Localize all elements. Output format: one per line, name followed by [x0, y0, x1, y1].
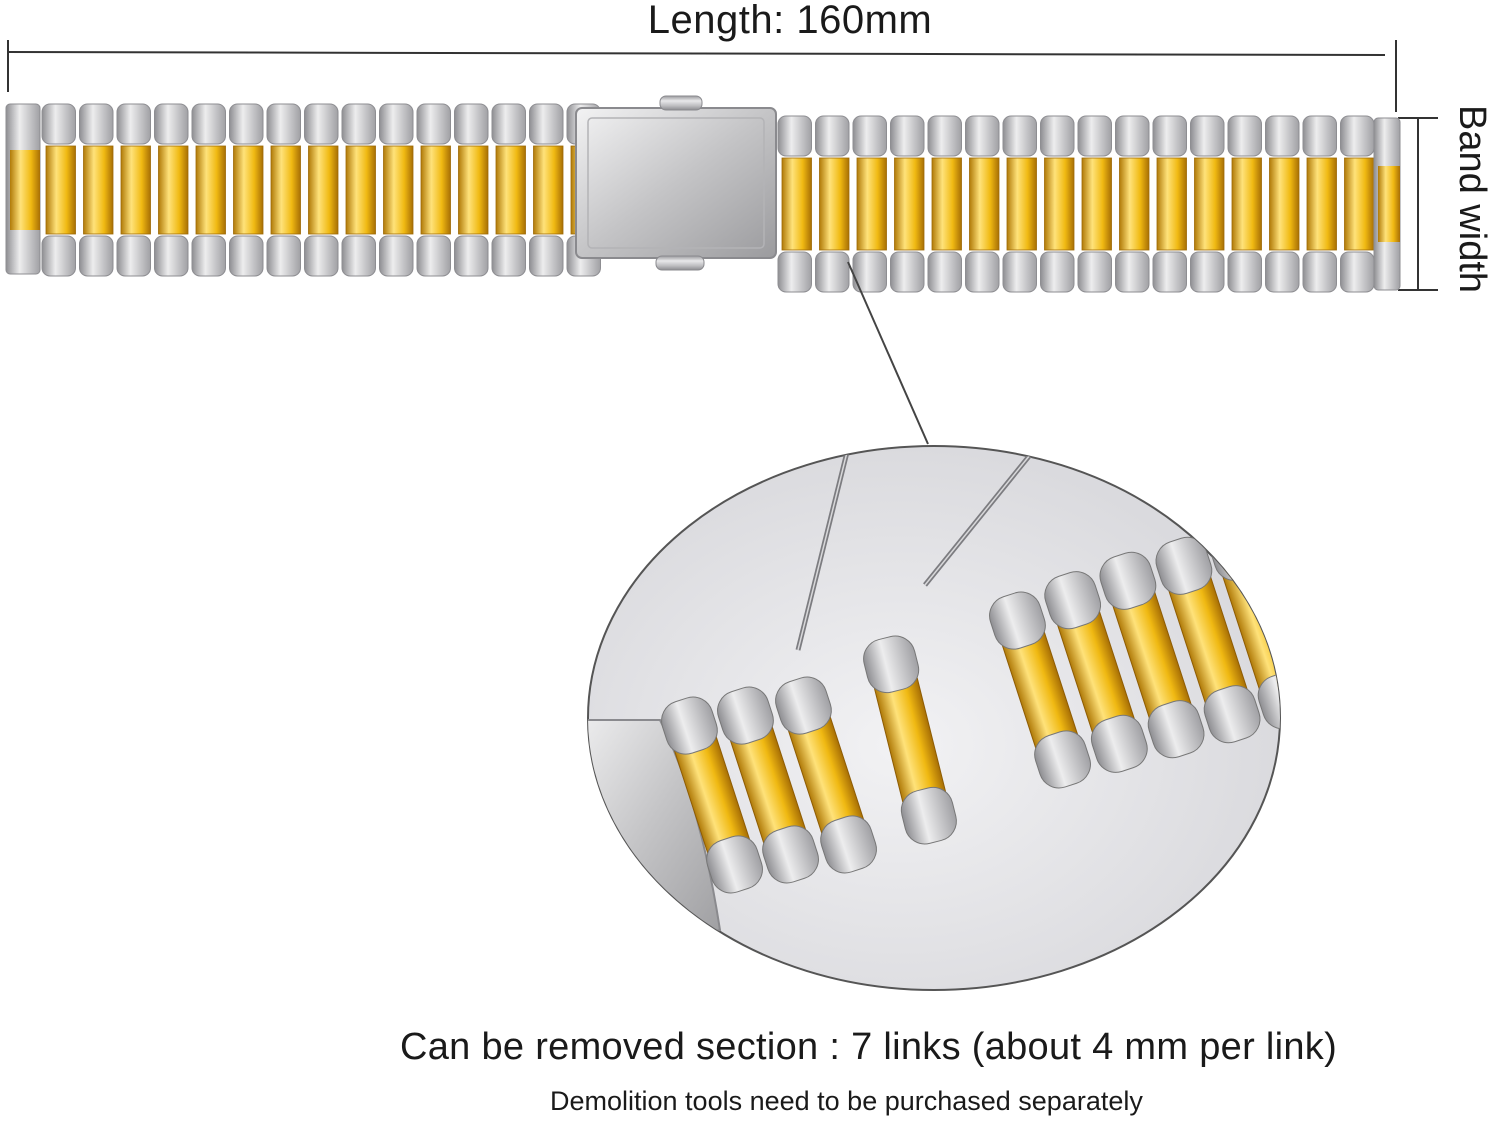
removed-link: [863, 635, 957, 845]
clasp: [575, 95, 777, 271]
band-width-dimension-label: Band width: [1451, 105, 1493, 294]
length-dimension-label: Length: 160mm: [647, 0, 933, 42]
tools-note-caption: Demolition tools need to be purchased se…: [550, 1086, 1143, 1116]
left-link-group: [661, 676, 877, 894]
length-dimension-line: [7, 40, 1397, 112]
removable-section-caption: Can be removed section : 7 links (about …: [400, 1026, 1338, 1068]
watch-band: [5, 103, 1401, 293]
zoom-detail: [587, 445, 1281, 991]
band-width-dimension-line: [1398, 117, 1438, 291]
callout-line: [847, 261, 929, 445]
removal-tool-pins: [795, 446, 1032, 651]
